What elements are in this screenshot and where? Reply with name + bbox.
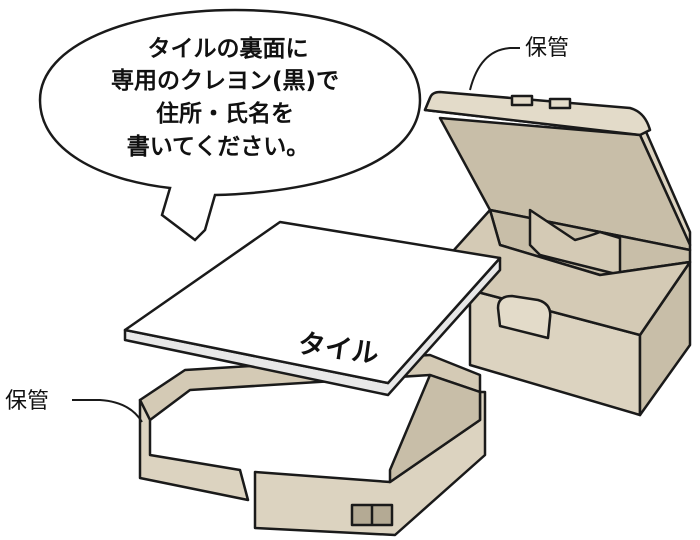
frame-right-top: [388, 373, 482, 484]
leader-line-top: [469, 47, 520, 91]
box-rim: [443, 208, 692, 337]
bubble-line-4: 書いてください。: [127, 133, 310, 160]
box-lid-inner: [438, 116, 692, 252]
bubble-line-2: 専用のクレヨン(黒)で: [111, 68, 339, 94]
speech-bubble: タイルの裏面に 専用のクレヨン(黒)で 住所・氏名を 書いてください。: [38, 8, 422, 242]
bubble-line-3: 住所・氏名を: [156, 100, 294, 127]
bubble-line-1: タイルの裏面に: [148, 35, 309, 62]
frame-front-left: [138, 398, 250, 502]
lid-clasp-left: [510, 94, 534, 107]
bubble-shape: [38, 8, 422, 242]
label-storage-top: 保管: [525, 36, 569, 61]
storage-box: [423, 90, 692, 417]
lid-clasp-right: [548, 97, 572, 110]
box-partition: [528, 208, 622, 277]
front-clasp: [496, 294, 552, 340]
storage-frame: [138, 353, 487, 537]
label-storage-left: 保管: [5, 389, 49, 414]
box-lid-top: [423, 90, 652, 137]
leader-line-left: [72, 399, 143, 423]
tile: [123, 220, 502, 397]
tile-face: [123, 220, 502, 385]
